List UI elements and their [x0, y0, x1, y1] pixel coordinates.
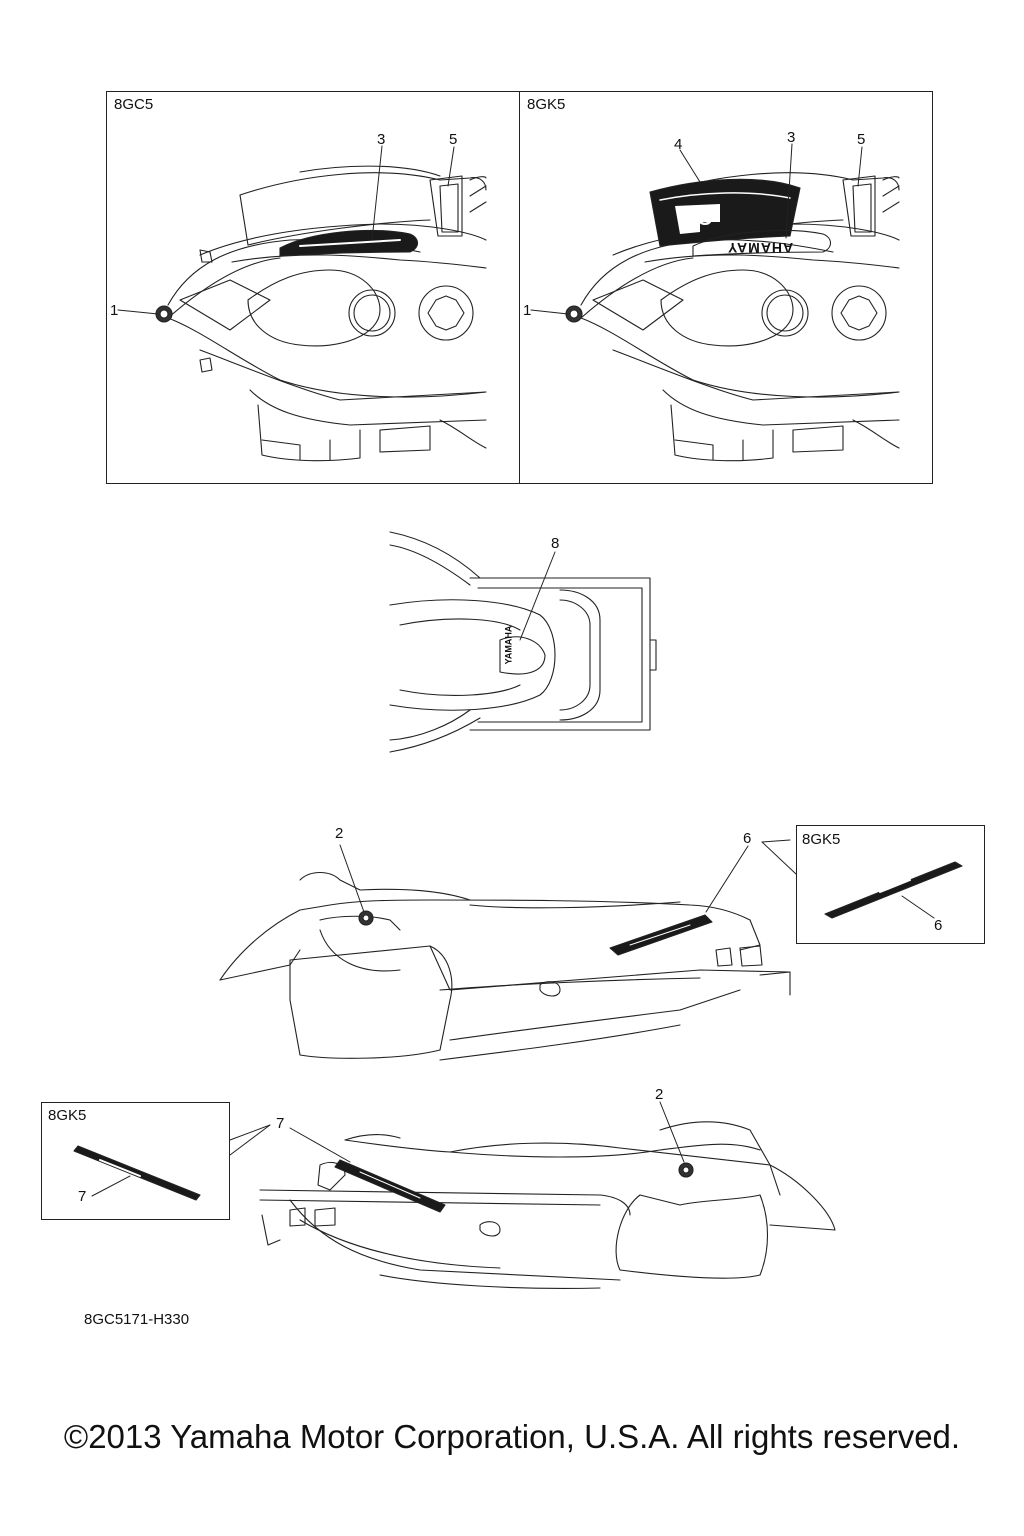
panel-label-8gc5: 8GC5	[114, 96, 154, 113]
rear-deck-top-view	[389, 531, 657, 753]
callout-7-inset: 7	[78, 1188, 87, 1205]
inset-panel-decal-6	[796, 825, 985, 944]
front-hood-view-8gk5	[565, 172, 900, 462]
callout-5-top-right: 5	[857, 131, 866, 148]
callout-2-middle: 2	[335, 825, 344, 842]
inset-decal-6-art	[824, 861, 963, 919]
diagram-code: 8GC5171-H330	[84, 1311, 190, 1328]
callout-4-top-right: 4	[674, 136, 683, 153]
callout-3-top-left: 3	[377, 131, 386, 148]
inset-label-8gk5-right: 8GK5	[802, 831, 841, 848]
callout-6-middle: 6	[743, 830, 752, 847]
yamaha-decal-text-deck: YAMAHA	[503, 625, 514, 665]
front-hood-view-8gc5	[155, 165, 487, 462]
inset-decal-7-art	[73, 1145, 201, 1201]
copyright-notice: ©2013 Yamaha Motor Corporation, U.S.A. A…	[63, 1418, 961, 1455]
inset-label-8gk5-left: 8GK5	[48, 1107, 87, 1124]
panel-label-8gk5: 8GK5	[527, 96, 566, 113]
side-view-right	[259, 1121, 836, 1289]
callout-3-top-right: 3	[787, 129, 796, 146]
yamaha-decal-text-front: YAMAHA	[728, 240, 795, 256]
gt-decal-text: GT	[685, 206, 713, 228]
callout-8: 8	[551, 535, 560, 552]
leader-lines	[91, 143, 935, 1197]
panel-8gk5	[519, 91, 933, 484]
side-view-left	[219, 871, 791, 1061]
callout-2-bottom: 2	[655, 1086, 664, 1103]
callout-7-bottom: 7	[276, 1115, 285, 1132]
callout-6-inset: 6	[934, 917, 943, 934]
callout-5-top-left: 5	[449, 131, 458, 148]
inset-panel-decal-7	[41, 1102, 230, 1220]
callout-1-top-left: 1	[110, 302, 119, 319]
callout-1-top-right: 1	[523, 302, 532, 319]
